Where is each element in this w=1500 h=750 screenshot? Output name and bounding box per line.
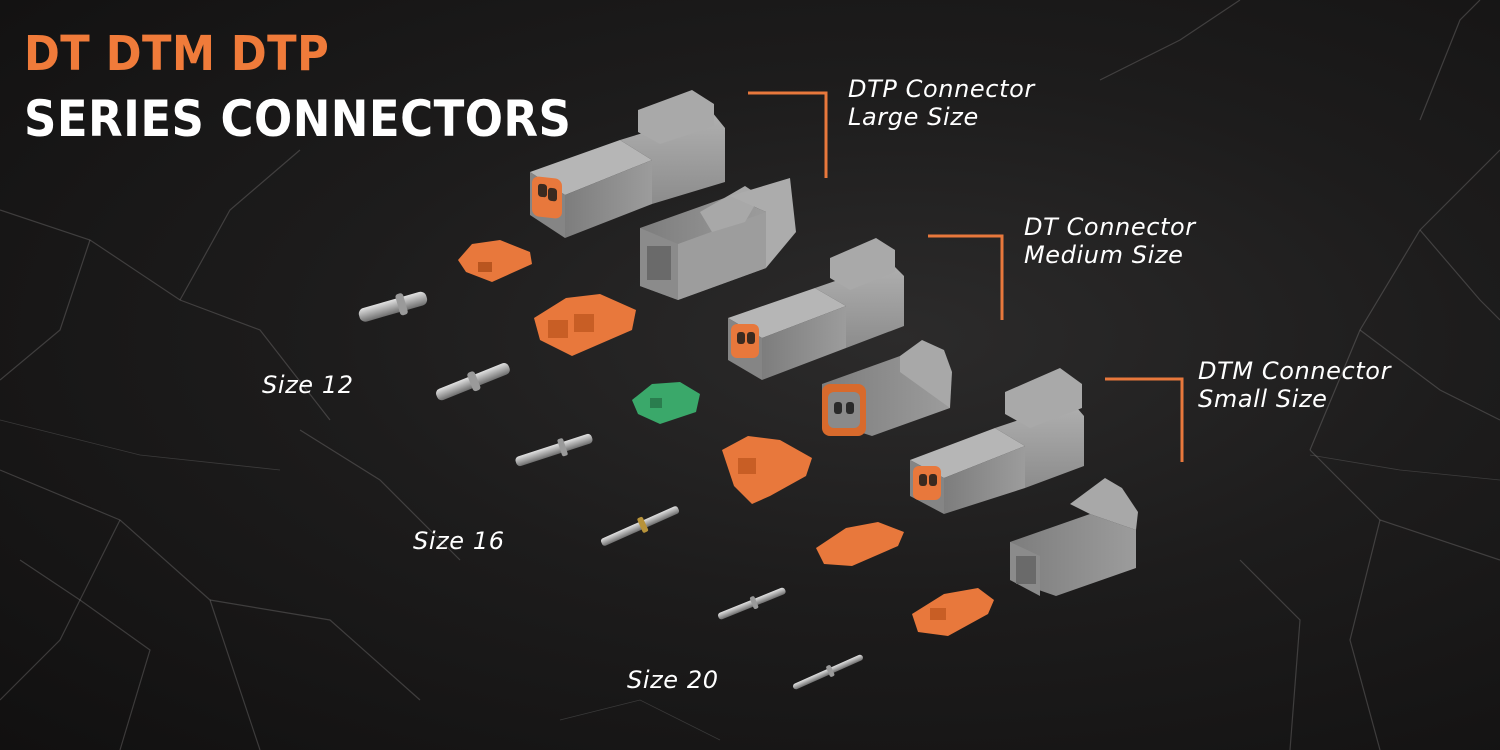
wedge-lock-orange-3 <box>722 436 812 504</box>
callout-dtp-name: DTP Connector <box>848 75 1035 103</box>
dtp-plug-orange-face <box>532 176 562 219</box>
callout-dtm-name: DTM Connector <box>1198 357 1392 385</box>
contact-pin-size-16-b <box>600 506 680 546</box>
callout-line-dt <box>928 234 1004 320</box>
contact-size-20-label: Size 20 <box>627 666 719 694</box>
contact-pin-size-20-b <box>793 654 863 690</box>
wedge-lock-orange-1 <box>458 240 532 282</box>
title-series-names: DT DTM DTP <box>24 26 330 82</box>
dt-receptacle-connector <box>822 340 952 436</box>
wedge-lock-green <box>632 382 700 424</box>
wedge-lock-orange-4 <box>816 522 904 566</box>
wedge-lock-orange-5 <box>912 588 994 636</box>
contact-pin-size-12-a <box>358 291 428 322</box>
dtm-receptacle-connector <box>1010 478 1138 596</box>
callout-dt-size: Medium Size <box>1024 241 1184 269</box>
dtm-plug-connector <box>910 368 1084 514</box>
contact-pin-size-12-b <box>436 362 510 401</box>
callout-dt-name: DT Connector <box>1024 213 1196 241</box>
contact-pin-size-16-a <box>515 433 593 467</box>
callout-line-dtm <box>1105 377 1184 462</box>
dtp-receptacle-connector <box>640 178 796 300</box>
dt-plug-connector <box>728 238 904 380</box>
callout-dtp-size: Large Size <box>848 103 979 131</box>
dtp-plug-connector <box>530 90 725 238</box>
callout-line-dtp <box>748 91 828 178</box>
callout-dtm-size: Small Size <box>1198 385 1328 413</box>
contact-pin-size-20-a <box>718 587 786 620</box>
wedge-lock-orange-2 <box>534 294 636 356</box>
title-series-connectors: SERIES CONNECTORS <box>24 90 572 148</box>
contact-size-16-label: Size 16 <box>413 527 505 555</box>
contact-size-12-label: Size 12 <box>262 371 354 399</box>
